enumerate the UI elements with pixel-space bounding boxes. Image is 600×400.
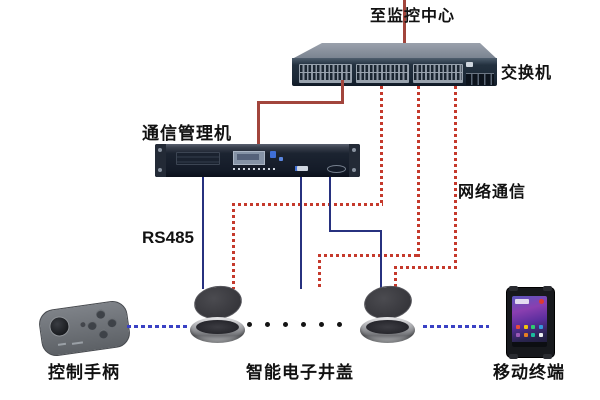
server-rack-ear-right	[349, 144, 360, 177]
controller-print-2	[71, 341, 84, 345]
controller-button-top	[95, 309, 106, 320]
server-button	[270, 151, 276, 158]
mobile-terminal-image	[506, 286, 555, 359]
mobile-bumper-br	[543, 354, 552, 359]
network-line3-vert	[454, 86, 457, 269]
mobile-clock-widget	[515, 299, 529, 304]
label-smart-manhole: 智能电子井盖	[246, 363, 354, 382]
network-line2-horiz	[318, 254, 420, 257]
switch-server-link-seg1	[341, 80, 344, 104]
switch-port-group-2	[356, 64, 409, 83]
manhole2-ring	[360, 317, 415, 343]
mobile-bumper-tr	[543, 286, 552, 291]
control-handle-image	[37, 299, 132, 358]
switch-port-group-1	[299, 64, 352, 83]
rs485-line1-to-manhole1	[202, 177, 204, 289]
server-rack-ear-left	[155, 144, 166, 177]
manhole1-ring	[190, 317, 245, 343]
server-vent	[176, 152, 220, 165]
server-markings	[233, 168, 275, 170]
network-line3-drop-to-manhole2	[394, 266, 397, 289]
switch-led	[466, 62, 473, 67]
wireless-link-manhole-mobile	[423, 325, 489, 328]
rs485-line2-to-gap	[300, 177, 302, 289]
controller-button-bottom	[98, 328, 109, 339]
label-mobile-terminal: 移动终端	[493, 363, 565, 382]
label-rs485: RS485	[142, 228, 194, 247]
manhole-image-1	[190, 282, 246, 346]
mobile-app-grid	[514, 323, 545, 339]
label-comm-manager: 通信管理机	[142, 124, 232, 143]
network-line1-vert	[380, 86, 383, 206]
comm-manager-image	[155, 144, 360, 177]
switch-port-group-3	[413, 64, 463, 83]
label-network-comm: 网络通信	[458, 184, 527, 201]
network-line1-drop-to-manhole1	[232, 203, 235, 289]
mobile-bumper-bl	[509, 354, 518, 359]
mobile-nav-bar	[512, 342, 547, 347]
server-usb-port	[295, 166, 308, 171]
switch-server-link-seg3	[257, 101, 260, 145]
network-line3-horiz	[394, 266, 457, 269]
switch-front-panel	[292, 58, 497, 86]
switch-server-link-seg2	[257, 101, 344, 104]
controller-center-button	[80, 321, 86, 328]
switch-top-face	[292, 43, 497, 59]
wireless-link-controller-manhole	[127, 325, 187, 328]
label-control-handle: 控制手柄	[48, 363, 120, 382]
rs485-line3-drop-to-manhole2	[380, 230, 382, 289]
mobile-screen	[512, 296, 547, 347]
network-line2-vert	[417, 86, 420, 257]
more-manholes-ellipsis	[247, 322, 342, 327]
label-to-monitoring-center: 至监控中心	[370, 8, 456, 25]
network-line1-horiz	[232, 203, 383, 206]
controller-joystick	[48, 315, 71, 338]
uplink-line-to-monitoring-center	[403, 0, 406, 44]
switch-sfp-slots	[466, 73, 494, 85]
server-lcd-display	[233, 151, 265, 165]
server-cable-loop	[327, 165, 346, 173]
mobile-bumper-tl	[509, 286, 518, 291]
label-switch: 交换机	[501, 65, 553, 82]
controller-button-left	[87, 320, 98, 331]
server-button-2	[279, 157, 283, 161]
controller-button-right	[106, 317, 118, 328]
rs485-line3-seg1	[329, 177, 331, 232]
rs485-line3-seg2	[329, 230, 382, 232]
mobile-notification-icon	[539, 299, 544, 304]
controller-print-1	[57, 342, 67, 346]
network-line2-drop-to-gap	[318, 254, 321, 289]
manhole-image-2	[360, 282, 416, 346]
